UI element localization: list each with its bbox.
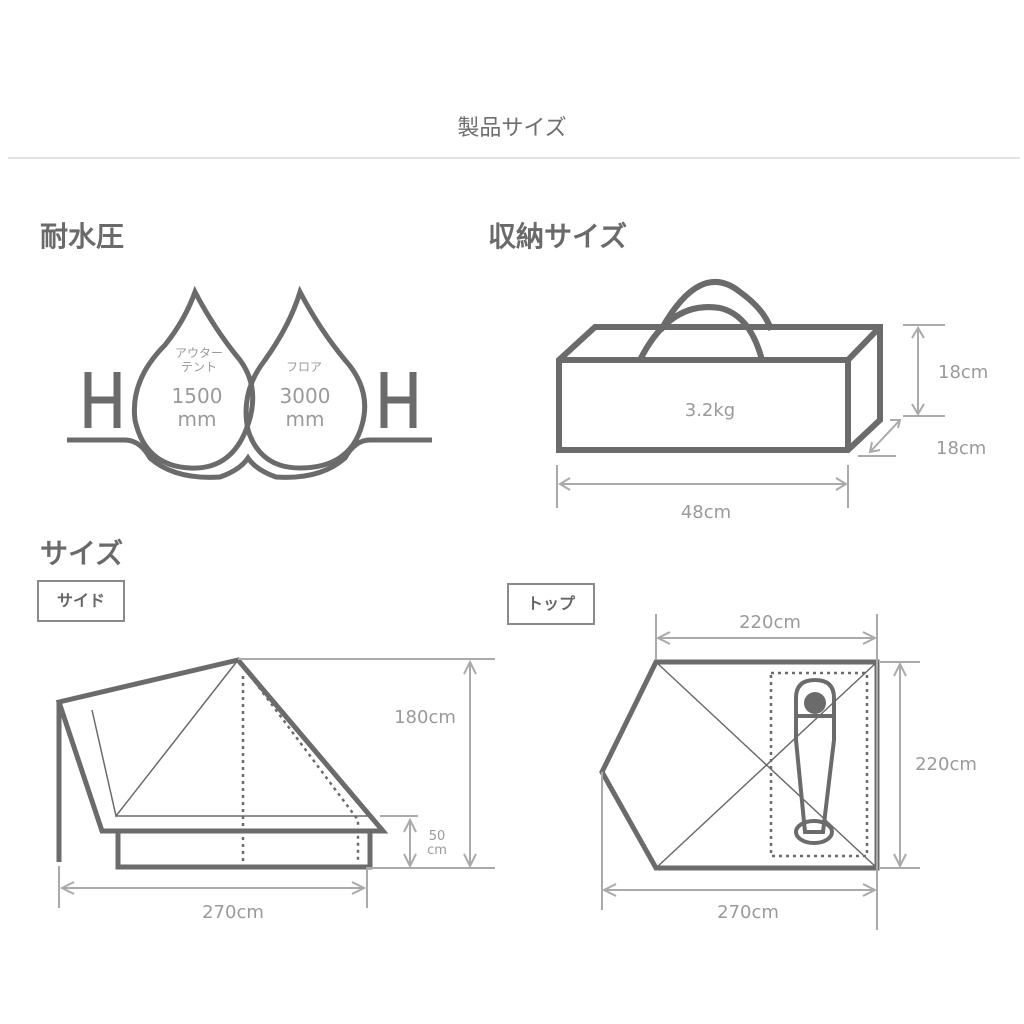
page-title: 製品サイズ bbox=[457, 116, 567, 141]
top-depth: 220cm bbox=[915, 754, 977, 775]
drop-left-icon bbox=[131, 285, 256, 471]
top-view-diagram: 220cm 220cm 270cm bbox=[599, 612, 977, 930]
side-view-tag: サイド bbox=[37, 580, 125, 622]
side-view-diagram: 180cm 50 cm 270cm bbox=[55, 657, 495, 923]
outer-label-1: アウター bbox=[175, 346, 223, 360]
side-inner-height-unit: cm bbox=[427, 843, 447, 858]
side-length: 270cm bbox=[202, 902, 264, 923]
side-height: 180cm bbox=[394, 707, 456, 728]
top-length: 270cm bbox=[717, 902, 779, 923]
floor-unit: mm bbox=[286, 407, 325, 431]
outer-unit: mm bbox=[178, 407, 217, 431]
drop-right-icon bbox=[243, 285, 368, 471]
outer-label-2: テント bbox=[181, 360, 217, 374]
storage-size-title: 収納サイズ bbox=[488, 220, 628, 253]
water-resistance-title: 耐水圧 bbox=[40, 220, 125, 253]
bag-weight: 3.2kg bbox=[685, 400, 735, 421]
top-view-tag: トップ bbox=[507, 583, 595, 625]
water-drops-diagram bbox=[67, 285, 432, 480]
handle-front-icon bbox=[637, 304, 765, 362]
bag-width: 48cm bbox=[681, 502, 731, 523]
side-inner-height-num: 50 bbox=[429, 829, 446, 844]
outer-value: 1500 bbox=[172, 384, 223, 408]
top-inner-width: 220cm bbox=[739, 612, 801, 633]
floor-value: 3000 bbox=[280, 384, 331, 408]
divider bbox=[8, 157, 1020, 159]
sleeping-bag-icon bbox=[794, 677, 836, 845]
storage-bag-diagram: 3.2kg 18cm 18cm 48cm bbox=[556, 279, 988, 523]
floor-label: フロア bbox=[286, 360, 322, 374]
size-title: サイズ bbox=[40, 537, 124, 570]
handle-back-icon bbox=[658, 279, 774, 332]
bag-depth: 18cm bbox=[936, 438, 986, 459]
head-icon bbox=[804, 692, 826, 714]
bag-height: 18cm bbox=[938, 362, 988, 383]
